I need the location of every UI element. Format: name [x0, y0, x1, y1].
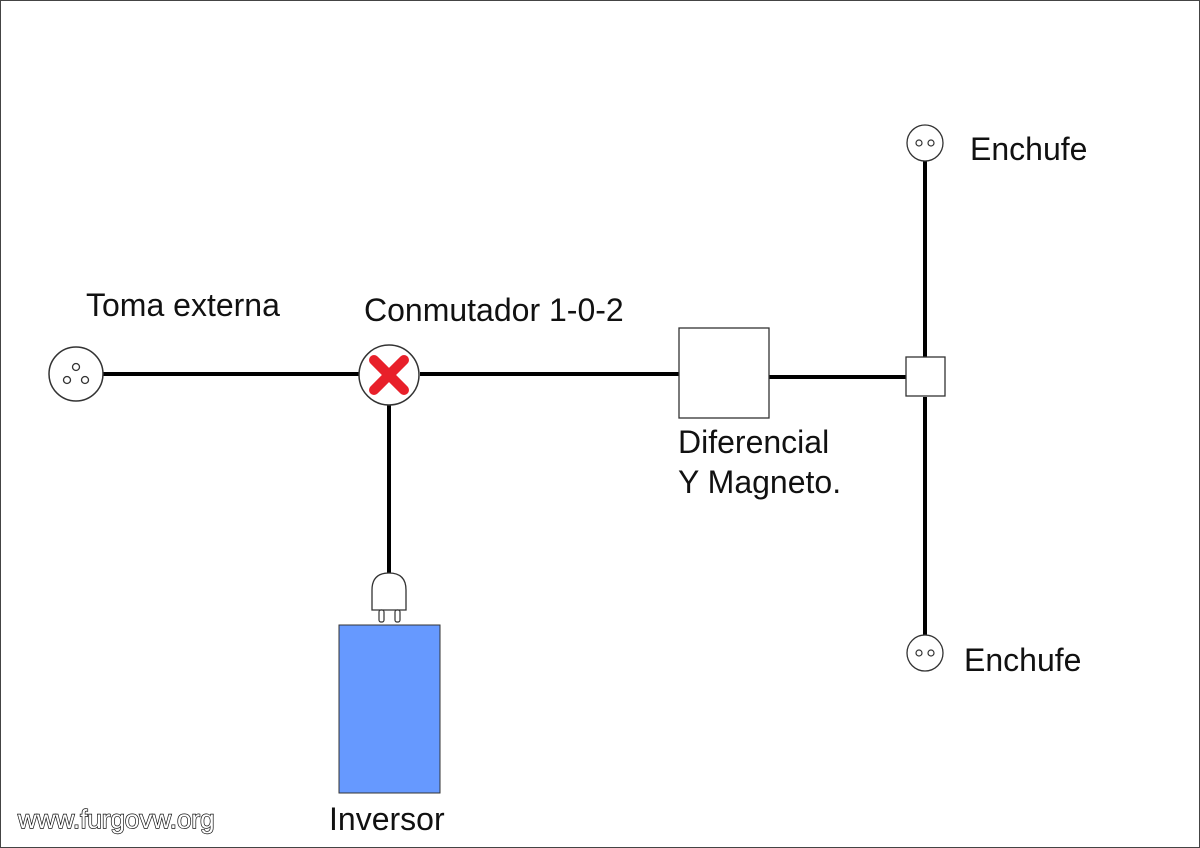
breaker-box — [678, 327, 770, 419]
two-pin-socket-icon — [906, 124, 944, 162]
breaker-label-line2: Y Magneto. — [678, 464, 841, 500]
inverter-box — [338, 624, 441, 794]
switch-label: Conmutador 1-0-2 — [364, 292, 624, 328]
inverter-label: Inversor — [329, 801, 445, 837]
socket-top-label: Enchufe — [970, 131, 1087, 167]
socket-bottom-label: Enchufe — [964, 642, 1081, 678]
red-x-switch-icon — [358, 344, 420, 406]
external-outlet-label: Toma externa — [86, 287, 280, 323]
junction-box — [905, 356, 946, 397]
wires — [103, 160, 927, 636]
two-pin-socket-icon — [906, 634, 944, 672]
watermark: www.furgovw.org — [17, 804, 215, 834]
plug-icon — [371, 572, 407, 623]
breaker-label-line1: Diferencial — [678, 424, 829, 460]
three-pin-socket-icon — [48, 346, 104, 402]
